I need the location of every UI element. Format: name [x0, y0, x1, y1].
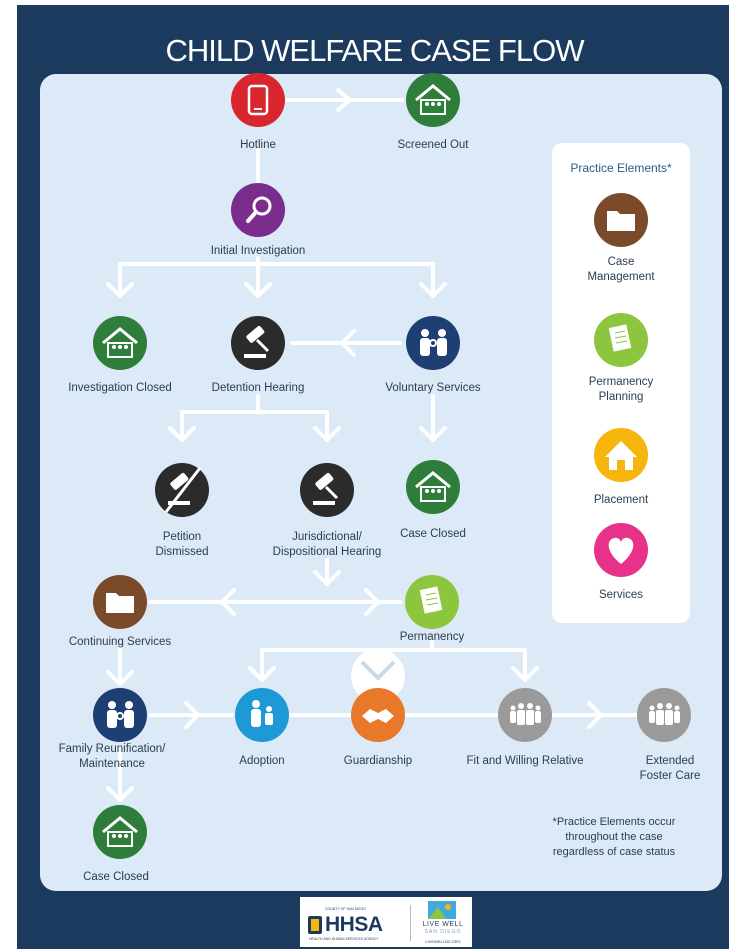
- node-label: Permanency: [400, 631, 465, 643]
- node-case-closed-final: Case Closed: [83, 805, 149, 883]
- practice-label: Management: [587, 271, 655, 283]
- node-label: Petition: [163, 531, 201, 543]
- diagram-panel: [40, 74, 722, 891]
- footnote-line: *Practice Elements occur: [553, 816, 676, 828]
- node-label: Voluntary Services: [385, 382, 480, 394]
- node-investigation-closed: Investigation Closed: [68, 316, 172, 394]
- node-label: Continuing Services: [69, 636, 172, 648]
- node-screened-out: Screened Out: [398, 73, 470, 151]
- practice-elements-panel: [552, 143, 690, 623]
- phone-icon: [231, 73, 285, 127]
- magnifier-icon: [231, 183, 285, 237]
- practice-elements-title: Practice Elements*: [570, 161, 672, 175]
- practice-label: Case: [608, 256, 635, 268]
- live-well-icon: [428, 901, 456, 919]
- practice-case-management: Case Management: [587, 193, 655, 283]
- practice-permanency-planning: Permanency Planning: [589, 313, 654, 403]
- practice-label: Placement: [594, 494, 649, 506]
- county-seal-icon: [308, 916, 322, 934]
- node-guardianship: Guardianship: [344, 688, 412, 767]
- node-voluntary-services: Voluntary Services: [385, 316, 481, 394]
- practice-label: Services: [599, 589, 643, 601]
- footnote-line: throughout the case: [565, 831, 662, 843]
- practice-services: Services: [594, 523, 648, 601]
- node-label: Case Closed: [400, 528, 466, 540]
- node-detention-hearing: Detention Hearing: [212, 316, 305, 394]
- node-permanency: Permanency: [400, 575, 465, 643]
- node-label: Dismissed: [155, 546, 208, 558]
- node-label: Maintenance: [79, 758, 145, 770]
- node-label: Dispositional Hearing: [273, 546, 382, 558]
- practice-placement: Placement: [594, 428, 649, 506]
- node-fit-willing-relative: Fit and Willing Relative: [467, 688, 584, 767]
- footer-divider: [410, 905, 411, 941]
- node-petition-dismissed: Petition Dismissed: [155, 463, 209, 558]
- node-hotline: Hotline: [231, 73, 285, 151]
- practice-label: Permanency: [589, 376, 654, 388]
- hhsa-logo: COUNTY OF SAN DIEGO HHSA HEALTH AND HUMA…: [308, 907, 383, 941]
- node-continuing-services: Continuing Services: [69, 575, 172, 648]
- node-label: Foster Care: [640, 770, 701, 782]
- node-label: Initial Investigation: [211, 245, 306, 257]
- node-case-closed: Case Closed: [400, 460, 466, 540]
- node-label: Detention Hearing: [212, 382, 305, 394]
- node-label: Hotline: [240, 139, 276, 151]
- footer-logos: COUNTY OF SAN DIEGO HHSA HEALTH AND HUMA…: [300, 897, 472, 947]
- node-initial-investigation: Initial Investigation: [211, 183, 306, 257]
- chevron-down-icon: [360, 660, 396, 681]
- practice-label: Planning: [599, 391, 644, 403]
- page-title: CHILD WELFARE CASE FLOW: [165, 33, 585, 68]
- node-jurisdictional-hearing: Jurisdictional/ Dispositional Hearing: [273, 463, 382, 558]
- node-label: Fit and Willing Relative: [467, 755, 584, 767]
- node-label: Jurisdictional/: [292, 531, 362, 543]
- node-family-reunification: Family Reunification/ Maintenance: [59, 688, 167, 770]
- live-well-logo: LIVE WELL SAN DIEGO LIVEWELLSD.ORG: [418, 901, 468, 945]
- hhsa-wordmark: HHSA: [325, 913, 383, 936]
- node-label: Case Closed: [83, 871, 149, 883]
- footnote-line: regardless of case status: [553, 846, 676, 858]
- node-extended-foster-care: Extended Foster Care: [637, 688, 700, 782]
- node-label: Guardianship: [344, 755, 412, 767]
- node-label: Family Reunification/: [59, 743, 167, 755]
- connectors: [106, 88, 638, 802]
- node-label: Adoption: [239, 755, 284, 767]
- parent-child-icon: [235, 688, 289, 742]
- node-adoption: Adoption: [235, 688, 289, 767]
- node-label: Extended: [646, 755, 695, 767]
- node-label: Screened Out: [398, 139, 470, 151]
- node-label: Investigation Closed: [68, 382, 172, 394]
